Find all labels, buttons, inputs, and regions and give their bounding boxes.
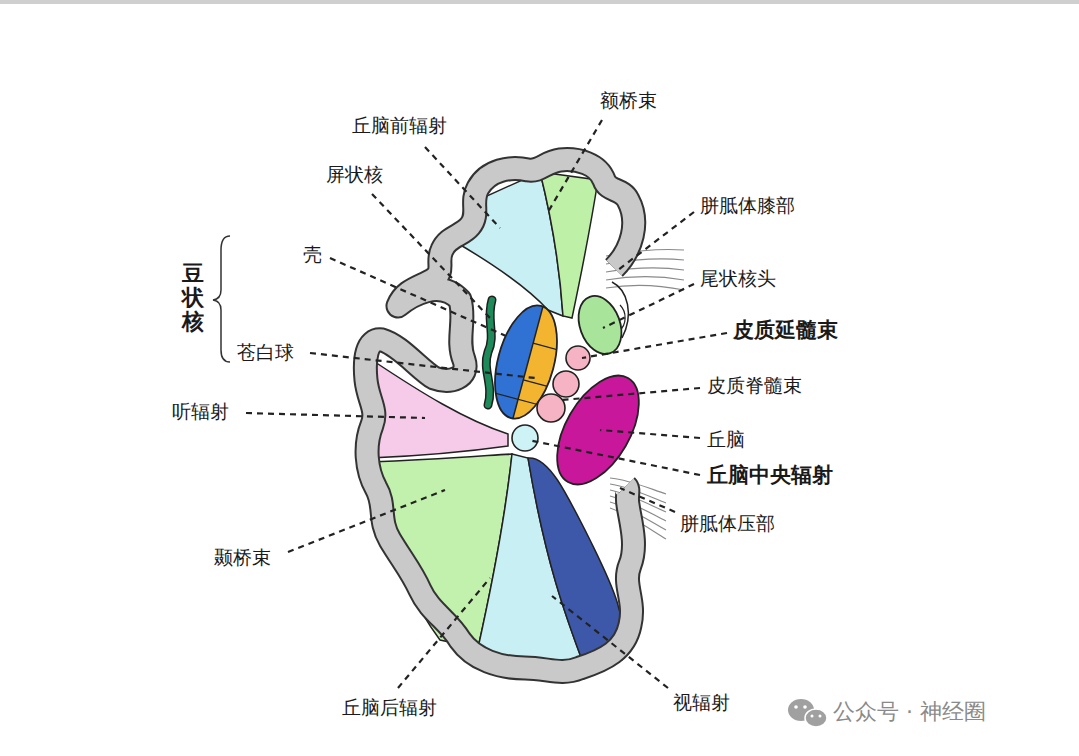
corticobulbar-tract <box>566 346 590 370</box>
optic-radiation <box>528 458 623 668</box>
part-label: 丘脑前辐射 <box>352 113 447 137</box>
top-border <box>0 0 1079 4</box>
part-label: 皮质延髓束 <box>733 318 838 342</box>
part-label: 听辐射 <box>172 399 229 423</box>
central-thalamic-radiation <box>512 425 538 451</box>
part-label: 壳 <box>303 242 322 266</box>
part-label: 尾状核头 <box>700 266 776 290</box>
part-label: 皮质脊髓束 <box>707 373 802 397</box>
thalamus <box>540 362 655 498</box>
part-label: 屏状核 <box>326 162 383 186</box>
watermark: 公众号 · 神经圈 <box>833 698 986 726</box>
part-label: 胼胝体压部 <box>680 511 775 535</box>
part-label: 颞桥束 <box>214 545 271 569</box>
part-label: 额桥束 <box>600 88 657 112</box>
part-label: 丘脑中央辐射 <box>707 463 833 487</box>
lentiform-nucleus <box>481 296 572 428</box>
part-label: 视辐射 <box>673 690 730 714</box>
corticospinal-tract <box>553 371 579 397</box>
part-label: 丘脑 <box>707 427 745 451</box>
part-label: 丘脑后辐射 <box>342 695 437 719</box>
part-label: 胼胝体膝部 <box>700 193 795 217</box>
leader-lines <box>246 120 727 688</box>
brace <box>213 236 230 362</box>
watermark-icon <box>788 699 827 727</box>
part-label: 苍白球 <box>237 340 294 364</box>
group-label: 豆状核 <box>182 262 204 335</box>
corticospinal-tract <box>537 394 565 422</box>
